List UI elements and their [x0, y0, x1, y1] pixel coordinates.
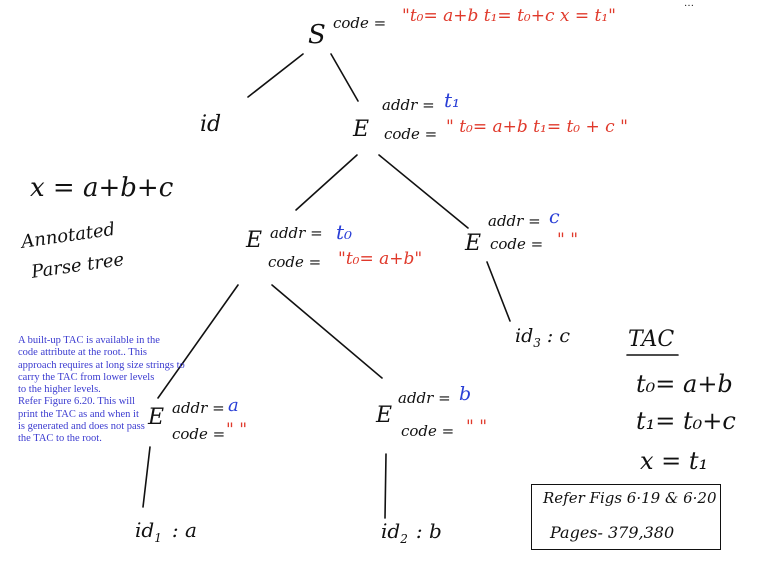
- id2-value: : b: [415, 519, 442, 543]
- note-line: code attribute at the root.. This: [18, 347, 147, 359]
- explanatory-note: A built-up TAC is available in the code …: [18, 335, 204, 446]
- e4-addr-value: a: [228, 395, 239, 416]
- edge-E3-id3: [486, 261, 511, 322]
- note-line: print the TAC as and when it: [18, 408, 139, 420]
- e5-code-value: " ": [466, 417, 488, 437]
- edge-S-E1: [330, 53, 359, 102]
- e4-addr-label: addr =: [172, 399, 225, 417]
- e2-code-label: code =: [268, 253, 322, 271]
- e2-addr-label: addr =: [270, 224, 323, 242]
- e3-code-label: code =: [490, 235, 544, 253]
- node-e4: E: [148, 405, 165, 430]
- note-line: A built-up TAC is available in the: [18, 335, 160, 346]
- id3-subscript: 3: [533, 335, 541, 350]
- id1-name: id: [135, 518, 155, 542]
- id3-name: id: [515, 325, 534, 347]
- tac-heading: TAC: [628, 327, 675, 352]
- e4-code-value: " ": [226, 420, 248, 440]
- edge-E1-E2: [295, 154, 358, 211]
- reference-pages: Pages- 379,380: [550, 523, 675, 542]
- edge-E4-id1: [142, 446, 151, 508]
- expression: x = a+b+c: [30, 173, 174, 203]
- edge-E1-E3: [378, 154, 469, 229]
- leaf-id3: id3 : c: [515, 325, 570, 350]
- e3-code-value: " ": [557, 230, 579, 250]
- id2-subscript: 2: [400, 532, 408, 546]
- leaf-id2: id2 : b: [381, 519, 442, 546]
- tac-line-2: t₁= t₀+c: [636, 407, 736, 435]
- note-line: to the higher levels.: [18, 384, 101, 396]
- e1-addr-value: t₁: [444, 88, 461, 112]
- edge-E2-E5: [271, 284, 383, 379]
- edge-S-id: [247, 53, 304, 98]
- note-line: approach requires at long size strings t…: [18, 359, 185, 371]
- note-line: carry the TAC from lower levels: [18, 371, 155, 383]
- node-e2: E: [246, 228, 263, 253]
- e2-addr-value: t₀: [336, 220, 353, 244]
- e5-addr-label: addr =: [398, 389, 451, 407]
- root-node-s: S: [308, 20, 326, 50]
- e1-code-value: " t₀= a+b t₁= t₀ + c ": [446, 117, 628, 137]
- id1-subscript: 1: [154, 531, 162, 545]
- note-line: Refer Figure 6.20. This will: [18, 396, 136, 408]
- root-code-value: "t₀= a+b t₁= t₀+c x = t₁": [402, 6, 616, 26]
- e4-code-label: code =: [172, 425, 226, 443]
- node-e3: E: [465, 231, 482, 256]
- leaf-id1: id1 : a: [135, 518, 197, 545]
- edge-E5-id2: [384, 453, 387, 519]
- e3-addr-label: addr =: [488, 212, 541, 230]
- svg-text:…: …: [684, 0, 694, 9]
- e2-code-value: "t₀= a+b": [338, 249, 423, 269]
- id-node: id: [200, 112, 222, 137]
- id1-value: : a: [171, 518, 197, 542]
- tac-line-3: x = t₁: [640, 447, 709, 475]
- id3-value: : c: [546, 325, 570, 347]
- id2-name: id: [381, 519, 401, 543]
- tac-line-1: t₀= a+b: [636, 370, 733, 398]
- e3-addr-value: c: [549, 206, 560, 228]
- node-e5: E: [376, 403, 393, 428]
- root-code-label: code =: [333, 14, 387, 32]
- note-line: the TAC to the root.: [18, 433, 102, 445]
- e1-code-label: code =: [384, 125, 438, 143]
- edge-E2-E4: [157, 284, 239, 399]
- e5-addr-value: b: [459, 383, 472, 405]
- e1-addr-label: addr =: [382, 96, 435, 114]
- reference-box: [531, 484, 721, 550]
- node-e1: E: [353, 117, 370, 142]
- reference-figs: Refer Figs 6·19 & 6·20: [543, 489, 717, 507]
- e5-code-label: code =: [401, 422, 455, 440]
- note-line: is generated and does not pass: [18, 421, 145, 433]
